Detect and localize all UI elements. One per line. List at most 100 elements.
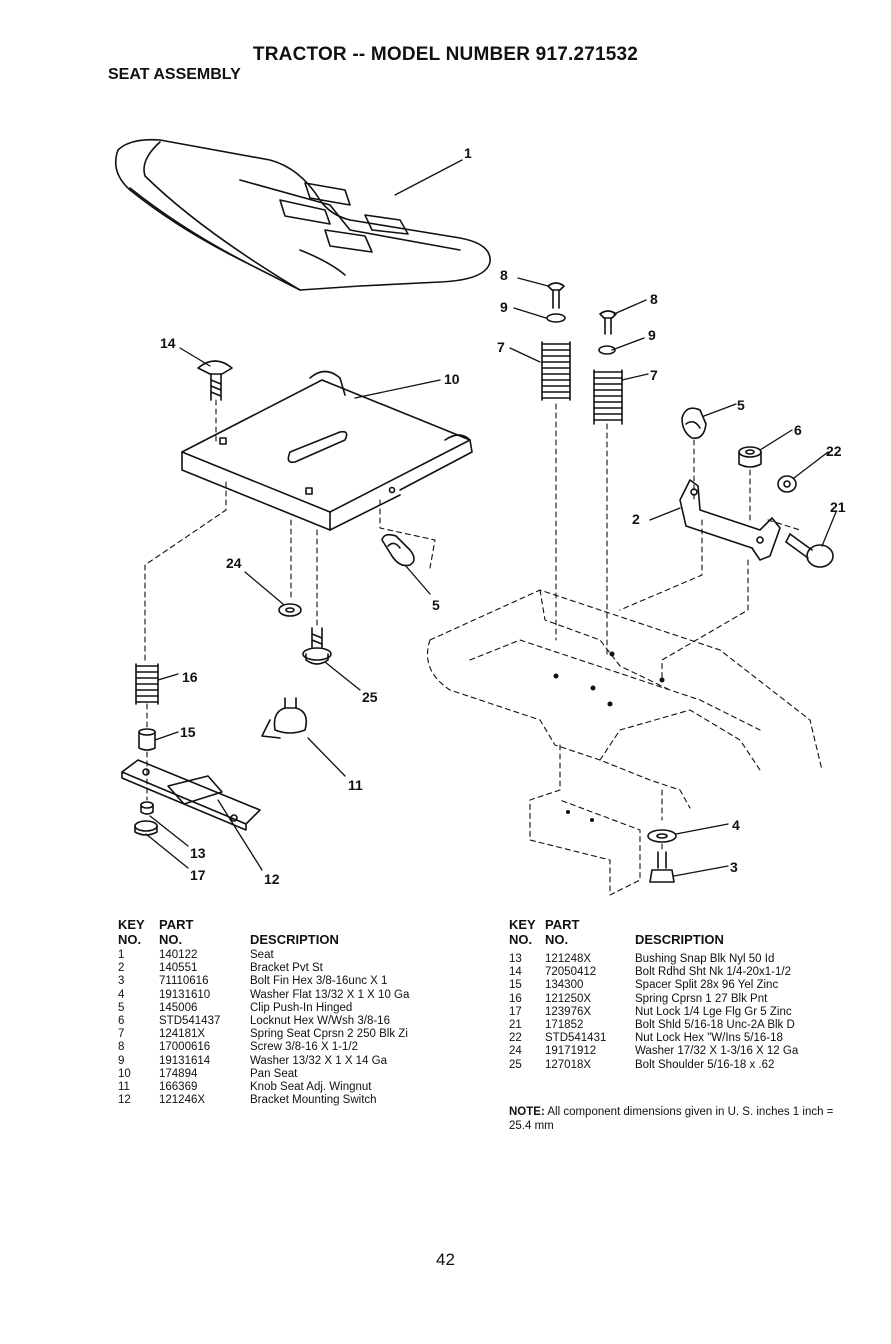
bolt-14-part: [197, 360, 233, 401]
part-no: 174894: [159, 1067, 198, 1080]
callout-11: 11: [348, 777, 363, 793]
description: Bracket Pvt St: [250, 962, 323, 975]
table-row: 17 123976X Nut Lock 1/4 Lge Flg Gr 5 Zinc: [509, 1006, 798, 1019]
part-no: 123976X: [545, 1005, 592, 1018]
seat-pan-part: [181, 370, 473, 531]
description: Nut Lock 1/4 Lge Flg Gr 5 Zinc: [635, 1005, 792, 1018]
key-no: 8: [118, 1041, 125, 1054]
description: Bolt Shoulder 5/16-18 x .62: [635, 1058, 775, 1071]
spring-stack-right: [593, 310, 623, 425]
page-number: 42: [436, 1250, 455, 1269]
key-no: 21: [509, 1019, 522, 1032]
part-no: STD541431: [545, 1032, 607, 1045]
key-no: 22: [509, 1032, 522, 1045]
description: Bolt Fin Hex 3/8-16unc X 1: [250, 975, 388, 988]
description: Bolt Rdhd Sht Nk 1/4-20x1-1/2: [635, 966, 791, 979]
clip-5-right-part: [681, 407, 707, 440]
part-no: 124181X: [159, 1028, 206, 1041]
col-key-sub: NO.: [118, 932, 142, 947]
bolt-21-part: [785, 533, 834, 568]
callout-22: 22: [826, 443, 842, 459]
spring-16-part: [135, 663, 159, 705]
note-text: All component dimensions given in U. S. …: [509, 1106, 834, 1132]
table-header: NO. NO. DESCRIPTION: [509, 932, 798, 947]
seat-part: [114, 138, 491, 291]
key-no: 10: [118, 1067, 131, 1080]
col-part-sub: NO.: [159, 932, 183, 947]
seat-assembly-diagram: 1 14 10 24 5 16 25 15 11 13 17 12 8 9 7 …: [114, 138, 846, 896]
part-no: 134300: [545, 979, 584, 992]
part-no: STD541437: [159, 1015, 221, 1028]
callout-8-left: 8: [500, 267, 508, 283]
callout-21: 21: [830, 499, 846, 515]
spacer-15-part: [138, 728, 156, 751]
part-no: 19171912: [545, 1045, 597, 1058]
callout-17: 17: [190, 867, 206, 883]
washer-4-part: [647, 829, 677, 843]
key-no: 17: [509, 1005, 522, 1018]
part-no: 19131614: [159, 1054, 211, 1067]
bolt-3-part: [649, 851, 675, 883]
col-key-sub: NO.: [509, 932, 533, 947]
key-no: 24: [509, 1045, 522, 1058]
bolt-25-part: [302, 627, 332, 665]
key-no: 4: [118, 988, 125, 1001]
table-row: 6 STD541437 Locknut Hex W/Wsh 3/8-16: [118, 1015, 409, 1028]
part-no: 121250X: [545, 992, 592, 1005]
callout-2: 2: [632, 511, 640, 527]
table-row: 22 STD541431 Nut Lock Hex "W/Ins 5/16-18: [509, 1032, 798, 1045]
part-no: 121248X: [545, 953, 592, 965]
part-no: 127018X: [545, 1058, 592, 1071]
nut-17-part: [134, 820, 158, 836]
col-desc-label: DESCRIPTION: [635, 932, 724, 947]
part-no: 166369: [159, 1081, 198, 1094]
spring-stack-left: [541, 282, 571, 401]
part-no: 171852: [545, 1019, 584, 1032]
table-row: 11 166369 Knob Seat Adj. Wingnut: [118, 1081, 409, 1094]
table-row: 15 134300 Spacer Split 28x 96 Yel Zinc: [509, 979, 798, 992]
section-title: SEAT ASSEMBLY: [108, 66, 241, 83]
description: Nut Lock Hex "W/Ins 5/16-18: [635, 1032, 783, 1045]
description: Knob Seat Adj. Wingnut: [250, 1081, 372, 1094]
key-no: 6: [118, 1015, 125, 1028]
callout-9-left: 9: [500, 299, 508, 315]
key-no: 15: [509, 979, 522, 992]
callout-6: 6: [794, 422, 802, 438]
part-no: 19131610: [159, 988, 211, 1001]
key-no: 25: [509, 1058, 522, 1071]
callout-15: 15: [180, 724, 196, 740]
part-no: 145006: [159, 1001, 198, 1014]
key-no: 14: [509, 966, 522, 979]
table-header: KEY PART: [118, 917, 409, 932]
callout-10: 10: [444, 371, 460, 387]
callout-4: 4: [732, 817, 740, 833]
part-no: 72050412: [545, 966, 597, 979]
description: Bracket Mounting Switch: [250, 1094, 377, 1107]
col-desc-label: DESCRIPTION: [250, 932, 339, 947]
key-no: 13: [509, 953, 522, 965]
key-no: 11: [118, 1081, 130, 1094]
callout-24: 24: [226, 555, 242, 571]
col-part-label: PART: [159, 917, 194, 932]
table-row: 14 72050412 Bolt Rdhd Sht Nk 1/4-20x1-1/2: [509, 966, 798, 979]
clip-5-left-part: [381, 533, 415, 567]
description: Spacer Split 28x 96 Yel Zinc: [635, 979, 779, 992]
description: Locknut Hex W/Wsh 3/8-16: [250, 1015, 390, 1028]
key-no: 9: [118, 1054, 125, 1067]
wingnut-11-part: [261, 697, 308, 739]
description: Screw 3/8-16 X 1-1/2: [250, 1041, 359, 1054]
key-no: 5: [118, 1001, 125, 1014]
callout-3: 3: [730, 859, 738, 875]
